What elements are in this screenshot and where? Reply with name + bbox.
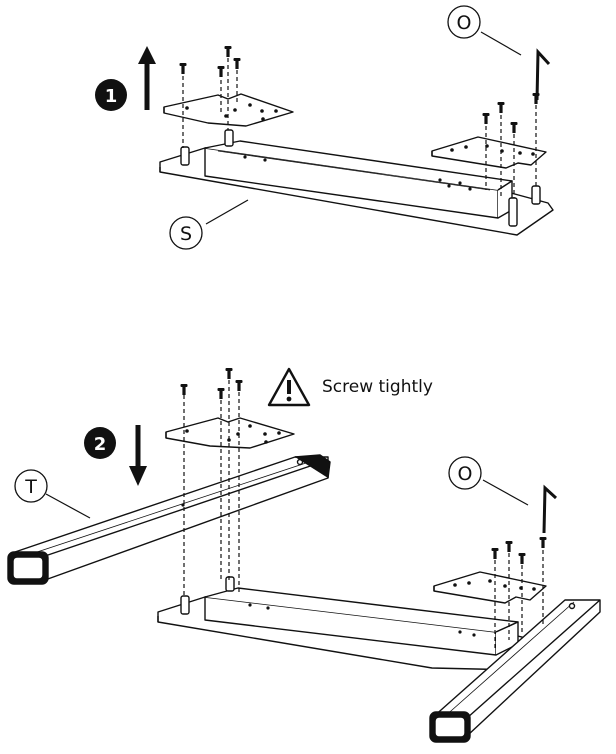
leg-tube-left <box>7 454 331 585</box>
dashed-guides <box>182 58 537 198</box>
allen-key-icon-2 <box>542 484 558 534</box>
base-plate-2 <box>157 576 549 671</box>
screws-bottom-left <box>180 368 243 399</box>
step-1-number: 1 <box>105 86 118 107</box>
leg-tube-right <box>429 599 601 743</box>
allen-key-icon <box>535 48 551 101</box>
callout-t: T <box>14 469 48 503</box>
arrow-up-icon <box>138 46 156 110</box>
step-1-badge: 1 <box>95 79 127 111</box>
step-2-number: 2 <box>94 434 107 455</box>
callout-o-bottom: O <box>448 456 482 490</box>
step-2-panel: O T 2 Screw tightly <box>7 367 601 743</box>
callout-o-top: O <box>447 5 481 39</box>
step-1-panel: S O 1 <box>95 5 554 250</box>
callout-s: S <box>169 216 203 250</box>
screws-top-left <box>179 46 241 77</box>
warning-text: Screw tightly <box>322 377 433 397</box>
base-plate <box>159 129 554 236</box>
screws-bottom-right <box>491 537 547 564</box>
callout-s-label: S <box>180 223 192 245</box>
bracket-plate-right <box>431 136 547 169</box>
arrow-down-icon <box>129 425 147 486</box>
warning-triangle-icon <box>267 367 311 407</box>
callout-t-label: T <box>24 476 37 498</box>
bracket-plate-right-2 <box>433 571 547 604</box>
callout-o-bottom-label: O <box>458 463 473 485</box>
dashed-guides-2 <box>183 380 544 650</box>
screws-top-right <box>482 93 540 133</box>
callout-o-top-label: O <box>457 12 472 34</box>
bracket-plate-left-2 <box>165 417 295 449</box>
step-2-badge: 2 <box>84 427 116 459</box>
